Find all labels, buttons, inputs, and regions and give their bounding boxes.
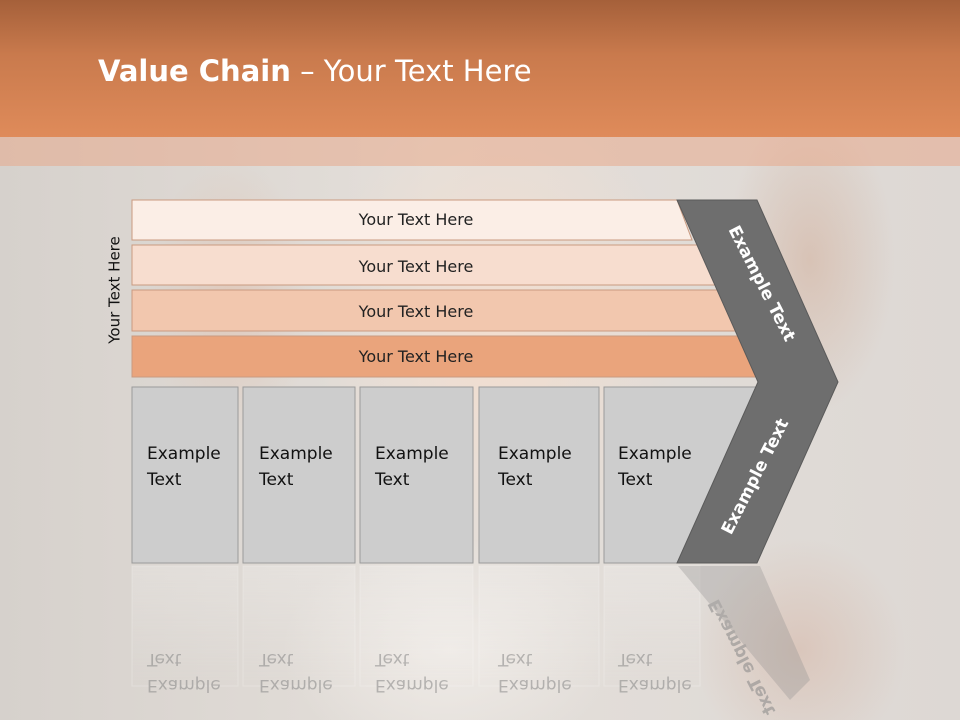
- reflection-box-4: [478, 565, 600, 687]
- support-box-2-line1: Example: [259, 444, 333, 464]
- support-box-3[interactable]: [359, 386, 474, 564]
- reflection-text-3b: Text: [374, 649, 410, 669]
- support-box-1-line2: Text: [146, 470, 182, 490]
- support-box-2[interactable]: [242, 386, 356, 564]
- reflection-box-1: [131, 565, 239, 687]
- margin-chevron[interactable]: [676, 199, 839, 564]
- support-box-1[interactable]: [131, 386, 239, 564]
- row-bar-1[interactable]: [131, 199, 693, 241]
- reflection-text-1a: Example: [147, 675, 221, 695]
- reflection-text-3a: Example: [375, 675, 449, 695]
- slide-title-rest: – Your Text Here: [290, 54, 532, 88]
- title-band: [0, 0, 960, 137]
- reflection-text-2a: Example: [259, 675, 333, 695]
- slide-title: Value Chain – Your Text Here: [98, 54, 532, 88]
- support-box-5-line1: Example: [618, 444, 692, 464]
- reflection-text-1b: Text: [146, 649, 182, 669]
- reflection-text-4b: Text: [497, 649, 533, 669]
- reflection-text-2b: Text: [258, 649, 294, 669]
- row-label-3: Your Text Here: [358, 302, 474, 321]
- reflection-chevron: [678, 566, 810, 700]
- support-box-1-line1: Example: [147, 444, 221, 464]
- diagram-reflection: Example Text Example Text Example Text E…: [131, 565, 810, 718]
- title-strip: [0, 137, 960, 166]
- reflection-box-5: [603, 565, 701, 687]
- support-box-4-line2: Text: [497, 470, 533, 490]
- reflection-box-3: [359, 565, 474, 687]
- row-label-2: Your Text Here: [358, 257, 474, 276]
- support-box-2-line2: Text: [258, 470, 294, 490]
- support-box-4-line1: Example: [498, 444, 572, 464]
- support-box-3-line2: Text: [374, 470, 410, 490]
- reflection-text-5b: Text: [617, 649, 653, 669]
- reflection-box-2: [242, 565, 356, 687]
- support-box-5-line2: Text: [617, 470, 653, 490]
- slide-title-bold: Value Chain: [98, 54, 291, 88]
- support-box-4[interactable]: [478, 386, 600, 564]
- row-label-4: Your Text Here: [358, 347, 474, 366]
- reflection-text-5a: Example: [618, 675, 692, 695]
- row-label-1: Your Text Here: [358, 210, 474, 229]
- reflection-text-4a: Example: [498, 675, 572, 695]
- support-box-3-line1: Example: [375, 444, 449, 464]
